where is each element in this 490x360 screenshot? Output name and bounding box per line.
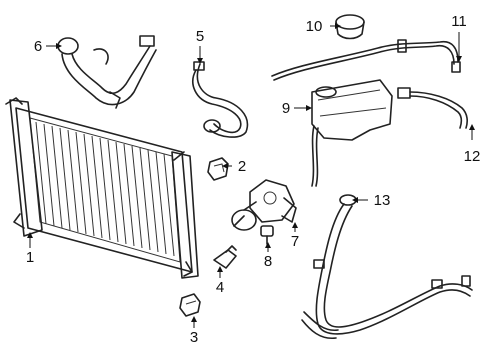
callout-4: 4: [216, 279, 224, 296]
bypass-hose: [397, 87, 468, 129]
radiator-clip: [207, 157, 229, 181]
overflow-hose: [271, 39, 461, 81]
lower-radiator-hose: [57, 35, 157, 109]
callout-arrowheads: [27, 23, 475, 322]
callout-5: 5: [196, 28, 204, 45]
radiator: [5, 97, 199, 279]
callout-2: 2: [238, 158, 246, 175]
callout-6: 6: [34, 38, 42, 55]
heater-hose-assembly: [301, 194, 473, 340]
bolt: [260, 225, 274, 245]
callout-11: 11: [451, 13, 467, 30]
callout-13: 13: [374, 192, 391, 209]
callout-9: 9: [282, 100, 290, 117]
thermostat-housing: [231, 179, 297, 231]
callout-12: 12: [464, 148, 481, 165]
callout-7: 7: [291, 233, 299, 250]
upper-radiator-hose: [192, 61, 249, 138]
reservoir-cap: [335, 14, 365, 40]
callout-8: 8: [264, 253, 272, 270]
callout-numbers: 1 2 3 4 5 6 7 8 9 10 11 12 13: [26, 13, 481, 346]
temperature-sensor: [213, 245, 237, 269]
coolant-reservoir: [311, 79, 393, 187]
callout-1: 1: [26, 249, 34, 266]
callout-10: 10: [306, 18, 323, 35]
callout-3: 3: [190, 329, 198, 346]
radiator-bracket: [179, 293, 201, 317]
